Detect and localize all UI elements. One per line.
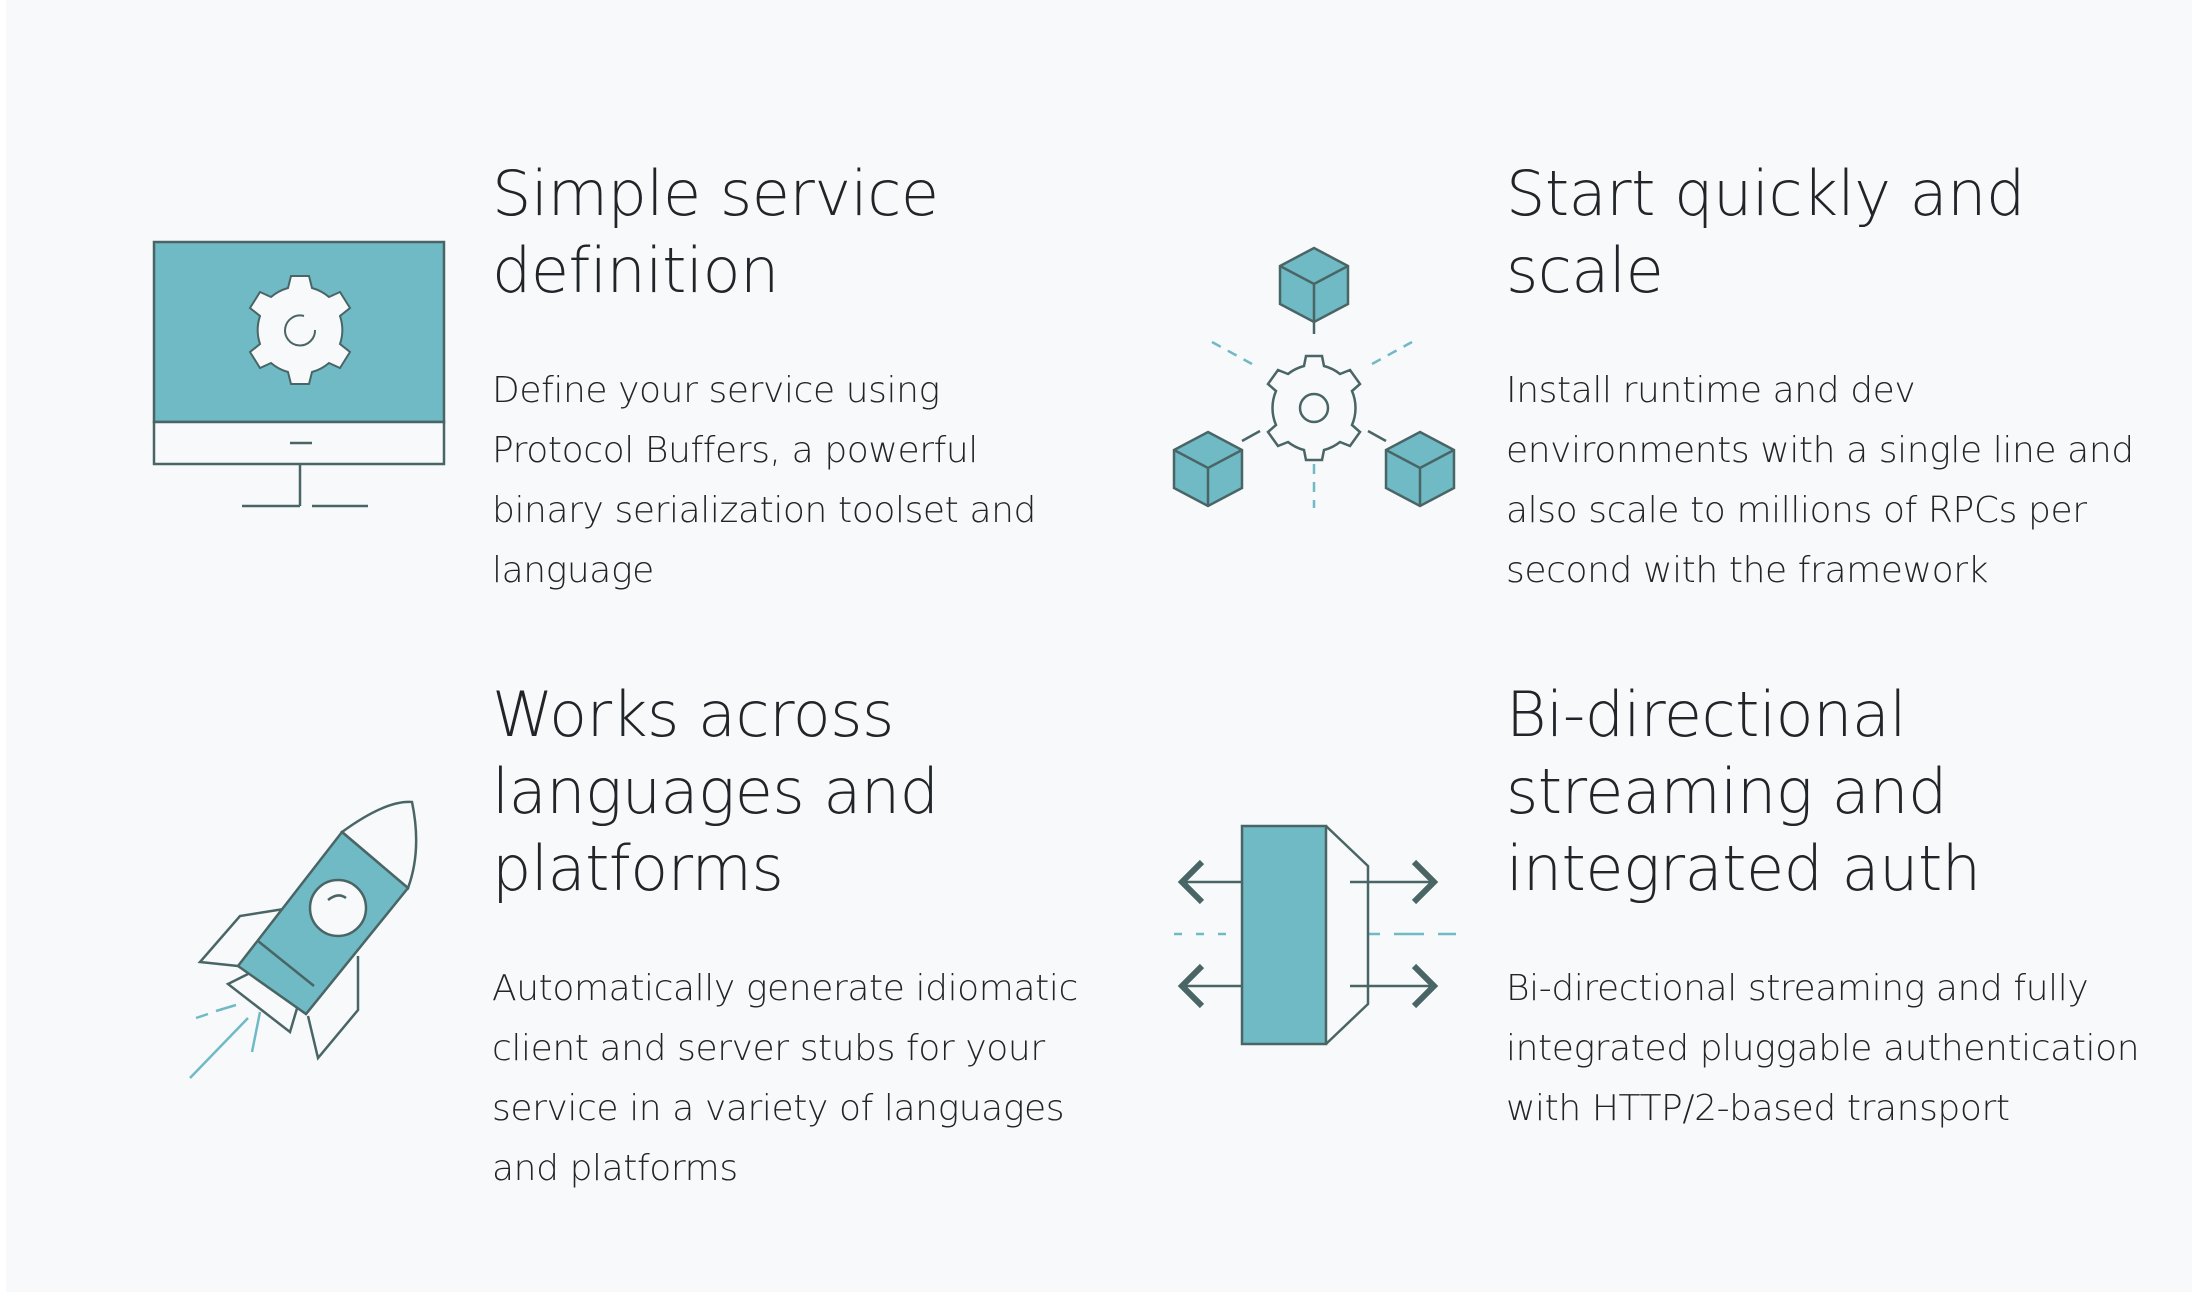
feature-title-line: Bi-directional [1506, 678, 1907, 751]
features-section: Simple service definition Define your se… [6, 0, 2192, 1292]
feature-bidirectional-streaming: Bi-directional streaming and integrated … [1506, 676, 2146, 1139]
feature-title: Bi-directional streaming and integrated … [1506, 676, 2146, 907]
feature-title: Simple service definition [492, 155, 1092, 309]
feature-title: Works across languages and platforms [492, 676, 1112, 907]
feature-description: Automatically generate idiomatic client … [492, 968, 1078, 1189]
feature-description: Define your service using Protocol Buffe… [492, 370, 1036, 591]
feature-title-line: Start quickly and [1506, 157, 2025, 230]
feature-title-line: streaming and [1506, 755, 1947, 828]
feature-title-line: platforms [492, 832, 784, 905]
feature-simple-service-definition: Simple service definition Define your se… [492, 155, 1092, 601]
feature-title: Start quickly and scale [1506, 155, 2146, 309]
feature-title-line: definition [492, 234, 779, 307]
rocket-icon [176, 790, 426, 1080]
feature-description: Bi-directional streaming and fully integ… [1506, 968, 2140, 1129]
feature-title-line: integrated auth [1506, 832, 1981, 905]
gear-cubes-icon [1164, 236, 1464, 516]
feature-title-line: Simple service [492, 157, 939, 230]
feature-title-line: languages and [492, 755, 939, 828]
feature-title-line: scale [1506, 234, 1664, 307]
feature-title-line: Works across [492, 678, 894, 751]
feature-works-across-languages: Works across languages and platforms Aut… [492, 676, 1112, 1199]
monitor-gear-icon [146, 230, 446, 520]
bidirectional-stream-icon [1166, 818, 1466, 1058]
feature-description: Install runtime and dev environments wit… [1506, 370, 2134, 591]
feature-start-quickly-and-scale: Start quickly and scale Install runtime … [1506, 155, 2146, 601]
